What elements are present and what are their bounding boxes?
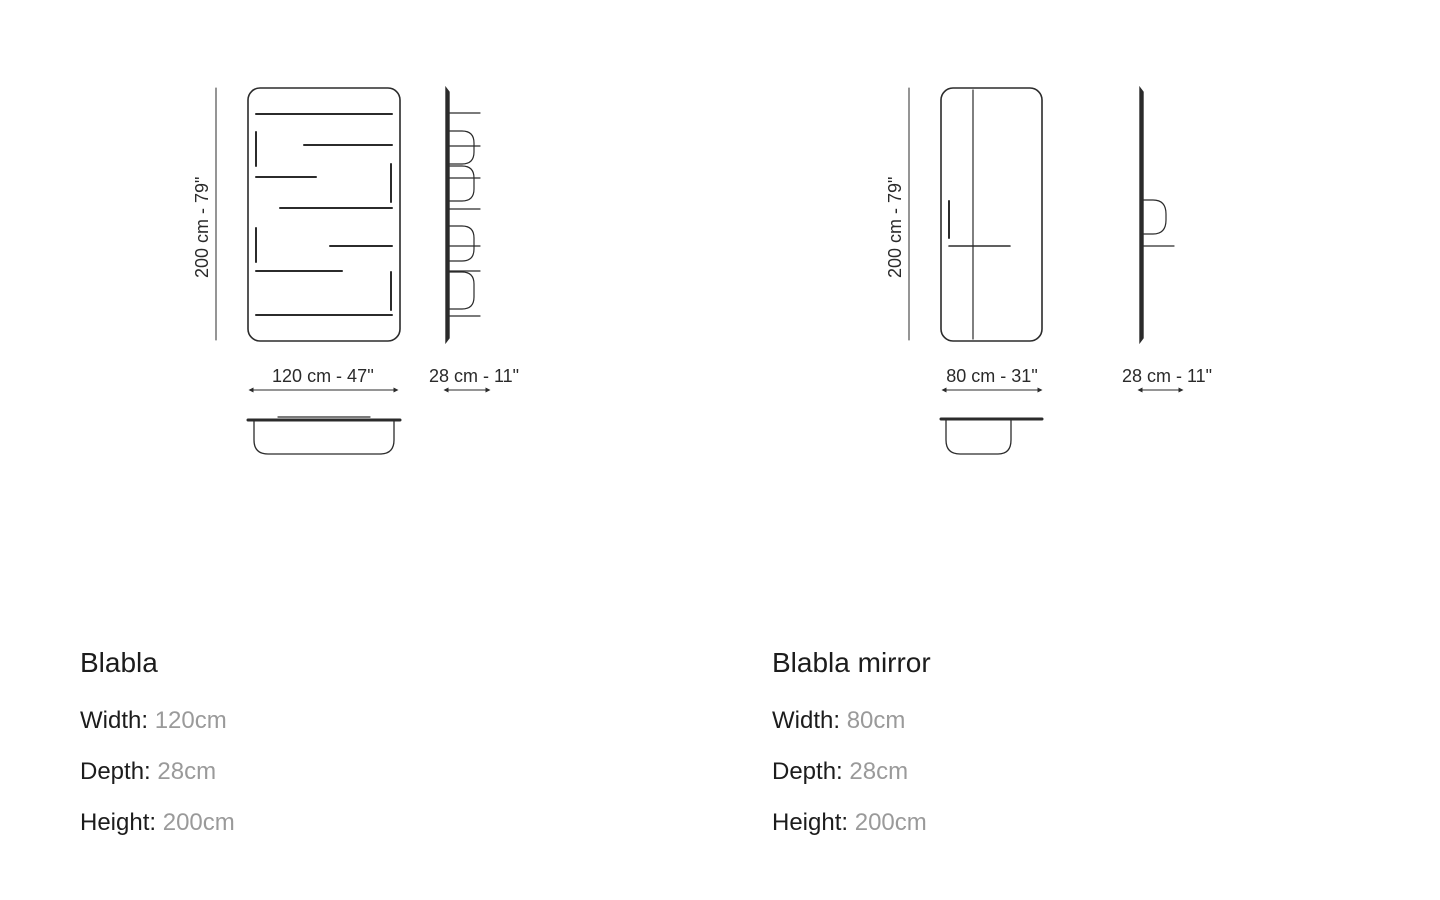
blabla-top-view (246, 416, 402, 455)
product-name: Blabla mirror (772, 647, 931, 678)
blabla-side-view (445, 85, 481, 345)
spec-value: 200cm (162, 809, 235, 836)
blabla-depth-label: 28 cm - 11" (429, 366, 519, 386)
spec-label: Width: (772, 707, 841, 734)
blabla-height-label: 200 cm - 79" (192, 177, 212, 278)
mirror-depth-label: 28 cm - 11" (1122, 366, 1212, 386)
blabla-mirror-drawing (908, 85, 1184, 455)
spec-value: 28cm (157, 758, 217, 785)
spec-width: Width: 120cm (80, 706, 680, 736)
spec-value: 200cm (854, 809, 927, 836)
blabla-mirror-spec-block: Blabla mirror Width: 80cm Depth: 28cm He… (772, 640, 1372, 859)
spec-depth: Depth: 28cm (772, 757, 1372, 787)
blabla-front-shelves (255, 113, 393, 316)
blabla-front-view (247, 87, 401, 342)
blabla-spec-block: Blabla Width: 120cm Depth: 28cm Height: … (80, 640, 680, 859)
spec-label: Depth: (80, 758, 151, 785)
mirror-front-view (940, 87, 1043, 342)
spec-label: Depth: (772, 758, 843, 785)
mirror-width-label: 80 cm - 31" (946, 366, 1037, 386)
product-name: Blabla (80, 647, 158, 678)
spec-value: 120cm (154, 707, 227, 734)
spec-label: Height: (772, 809, 849, 836)
spec-label: Height: (80, 809, 157, 836)
spec-value: 80cm (846, 707, 906, 734)
spec-width: Width: 80cm (772, 706, 1372, 736)
spec-label: Width: (80, 707, 149, 734)
spec-value: 28cm (849, 758, 909, 785)
blabla-width-label: 120 cm - 47'' (272, 366, 374, 386)
mirror-top-view (939, 417, 1044, 455)
mirror-side-view (1139, 85, 1175, 345)
spec-height: Height: 200cm (772, 808, 1372, 838)
blabla-drawing (215, 85, 491, 455)
spec-depth: Depth: 28cm (80, 757, 680, 787)
spec-height: Height: 200cm (80, 808, 680, 838)
mirror-height-label: 200 cm - 79" (885, 177, 905, 278)
